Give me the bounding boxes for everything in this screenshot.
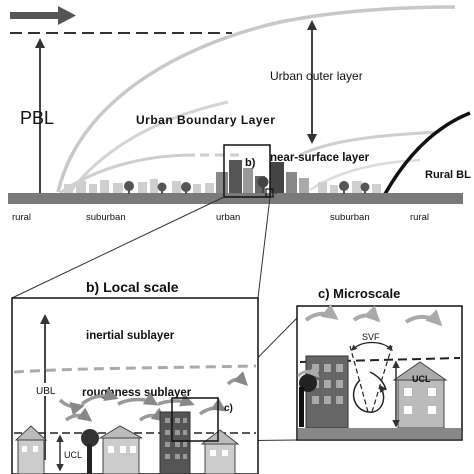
ground-strip — [8, 193, 463, 204]
urban-boundary-layer-label: Urban Boundary Layer — [136, 113, 275, 127]
ubl-label: UBL — [36, 386, 56, 397]
svf-label: SVF — [362, 332, 380, 342]
micro-right-house — [392, 361, 448, 429]
ucl-label-micro: UCL — [412, 374, 431, 384]
zoom-line-left — [11, 196, 225, 299]
top-panel: PBL Urban outer layer Urban Boundary Lay… — [8, 5, 471, 223]
microscale-panel: c) Microscale SVF — [296, 286, 463, 441]
inset-c-label: c) — [224, 403, 233, 414]
ground-label-suburban-left: suburban — [86, 212, 126, 223]
trees-urban — [257, 176, 281, 194]
svf-indicator — [349, 341, 393, 413]
trees-left — [124, 181, 191, 194]
urban-outer-layer-label: Urban outer layer — [270, 69, 363, 83]
rural-bl-label: Rural BL — [425, 169, 471, 181]
ground-label-urban: urban — [216, 212, 240, 223]
ucl-label-local: UCL — [64, 450, 82, 460]
canyon-vortex — [352, 371, 387, 413]
flow-arrows-local — [58, 371, 248, 422]
ground-label-suburban-right: suburban — [330, 212, 370, 223]
microscale-title: c) Microscale — [318, 286, 400, 301]
suburban-buildings-left — [64, 179, 214, 193]
micro-left-building — [305, 355, 349, 429]
trees-right — [339, 181, 370, 194]
ground-label-rural-left: rural — [12, 212, 31, 223]
inertial-sublayer-label: inertial sublayer — [86, 330, 175, 342]
roughness-top-dashed — [13, 364, 257, 374]
suburban-buildings-right — [318, 181, 381, 193]
micro-ground — [298, 428, 461, 439]
ucl-dashed-micro — [299, 357, 461, 363]
zoom-line-right — [257, 196, 271, 299]
pbl-label: PBL — [20, 108, 54, 128]
ubl-curve — [56, 5, 456, 193]
micro-tree — [299, 374, 317, 427]
wind-arrow-icon — [10, 6, 76, 25]
ground-label-rural-right: rural — [410, 212, 429, 223]
near-surface-layer-label: near-surface layer — [270, 152, 370, 164]
local-scale-title: b) Local scale — [86, 279, 179, 295]
flow-arrows-micro — [304, 303, 443, 327]
near-surface-curve-left — [59, 153, 196, 195]
inset-c-box — [171, 397, 219, 442]
inset-b-label: b) — [245, 157, 256, 169]
ubl-inner-curve — [68, 100, 229, 193]
local-scale-panel: b) Local scale inertial sublayer UBL rou… — [11, 279, 259, 474]
near-surface-curve-right — [299, 130, 441, 157]
tree-flow-arrow — [296, 364, 320, 378]
rural-bl-curve — [383, 111, 471, 195]
inset-b-box — [223, 144, 271, 198]
